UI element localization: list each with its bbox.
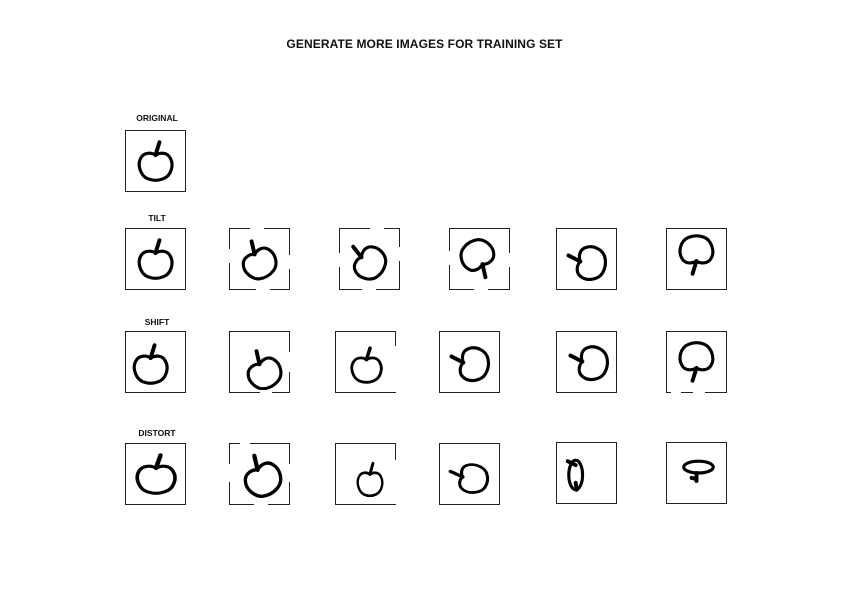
apple-sketch-icon <box>678 234 715 276</box>
apple-sketch-icon <box>132 343 169 385</box>
apple-sketch-icon <box>137 140 174 182</box>
row-label-shift: SHIFT <box>144 317 170 327</box>
apple-sketch-icon <box>448 463 490 494</box>
apple-sketch-icon <box>565 458 585 492</box>
distort-image-3 <box>335 443 397 505</box>
apple-sketch-icon <box>566 245 607 282</box>
shift-image-3 <box>335 331 397 393</box>
distort-image-1 <box>125 443 186 505</box>
shift-image-1 <box>125 331 186 393</box>
apple-sketch-icon <box>243 453 283 498</box>
apple-sketch-icon <box>449 346 490 383</box>
distort-image-5 <box>556 442 617 504</box>
row-label-tilt: TILT <box>148 213 166 223</box>
apple-sketch-icon <box>135 453 177 495</box>
tilt-image-5 <box>556 228 617 290</box>
tilt-image-3 <box>338 227 401 291</box>
original-image <box>125 130 186 192</box>
tilt-image-4 <box>448 228 511 291</box>
distort-image-6 <box>666 442 727 504</box>
apple-sketch-icon <box>241 239 278 281</box>
shift-image-2 <box>229 331 291 394</box>
shift-image-5 <box>556 331 617 393</box>
apple-sketch-icon <box>568 345 609 382</box>
shift-image-6 <box>666 331 727 394</box>
distort-image-4 <box>439 443 500 505</box>
apple-sketch-icon <box>459 238 496 280</box>
apple-sketch-icon <box>350 346 383 384</box>
page-title: GENERATE MORE IMAGES FOR TRAINING SET <box>286 37 563 51</box>
tilt-image-2 <box>228 227 291 291</box>
row-label-distort: DISTORT <box>138 428 176 438</box>
apple-sketch-icon <box>246 349 283 391</box>
apple-sketch-icon <box>351 244 388 281</box>
tilt-image-6 <box>666 228 727 290</box>
apple-sketch-icon <box>356 461 384 498</box>
apple-sketch-icon <box>682 459 715 483</box>
tilt-image-1 <box>125 228 186 290</box>
shift-image-4 <box>439 331 500 393</box>
apple-sketch-icon <box>678 341 715 383</box>
distort-image-2 <box>228 442 291 506</box>
row-label-original: ORIGINAL <box>136 113 178 123</box>
apple-sketch-icon <box>137 238 174 280</box>
